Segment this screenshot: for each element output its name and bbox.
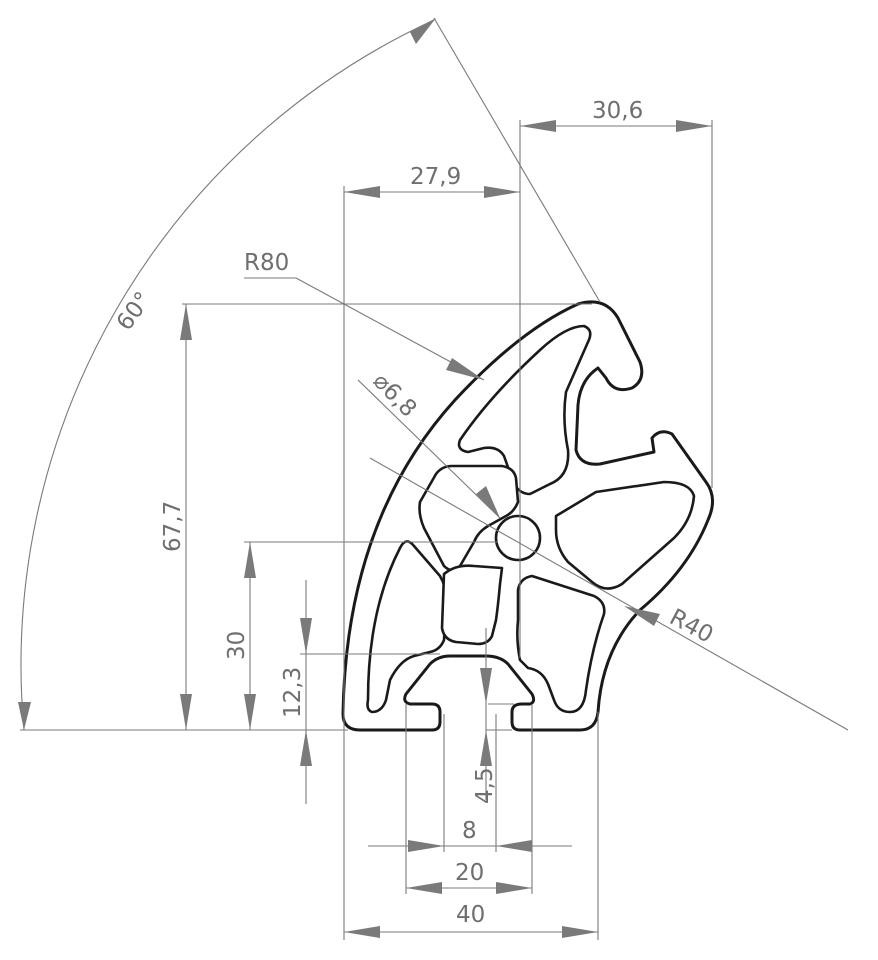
dim-40-label: 40 (456, 902, 485, 928)
hole-diameter-label: ⌀6,8 (368, 368, 422, 422)
dim-30-6-label: 30,6 (592, 98, 643, 124)
dim-4-5-label: 4,5 (472, 767, 498, 804)
dim-40: 40 (344, 902, 598, 938)
dim-30-6: 30,6 (520, 98, 712, 132)
dim-r40: R40 (624, 604, 717, 649)
dim-67-7-label: 67,7 (160, 501, 186, 552)
dim-r80: R80 (244, 250, 485, 381)
r40-label: R40 (665, 604, 717, 648)
profile-body (341, 300, 714, 732)
dim-12-3: 12,3 (280, 580, 312, 804)
dim-8-label: 8 (462, 818, 477, 844)
pocket-right (554, 480, 696, 590)
dim-27-9: 27,9 (344, 164, 520, 198)
pocket-lower-center (440, 564, 504, 646)
dim-20-label: 20 (455, 860, 484, 886)
r80-label: R80 (244, 250, 289, 276)
dim-27-9-label: 27,9 (410, 164, 461, 190)
dim-4-5: 4,5 (472, 628, 498, 804)
center-bore (494, 514, 542, 562)
pocket-lower-right (516, 574, 606, 714)
dim-8: 8 (368, 818, 572, 852)
pocket-center-left (418, 464, 520, 572)
dim-30: 30 (224, 542, 256, 730)
extension-lines (20, 120, 713, 940)
pocket-upper-left (457, 324, 592, 496)
dim-30-label: 30 (224, 631, 250, 660)
pocket-left (366, 540, 448, 714)
dim-20: 20 (406, 860, 532, 894)
dim-12-3-label: 12,3 (280, 667, 306, 718)
angle-label: 60° (112, 287, 157, 335)
dim-67-7: 67,7 (160, 304, 192, 730)
